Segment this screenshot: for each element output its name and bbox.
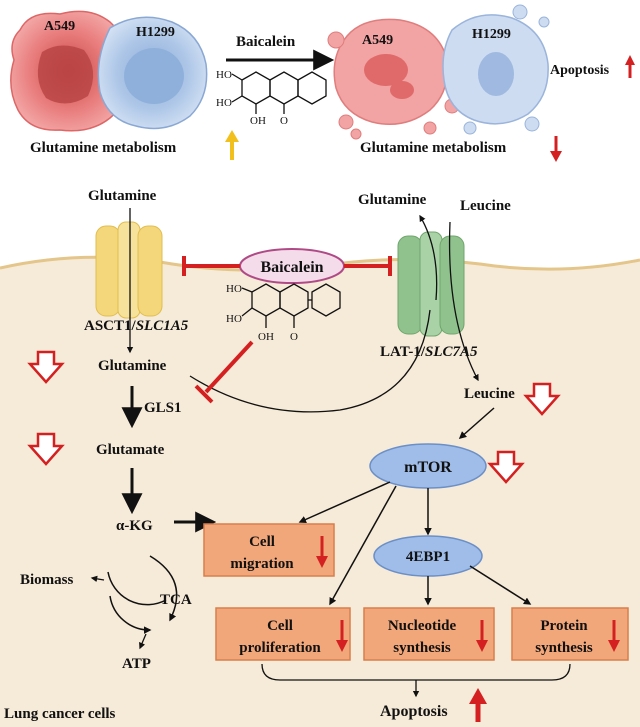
atp-label: ATP [122,656,151,672]
tca-label: TCA [160,592,192,608]
o-label-2: O [290,331,298,343]
apoptosis-bottom-up-arrow-icon [469,688,487,722]
h1299-cell-after [442,4,550,135]
top-panel: A549 H1299 Glutamine metabolism Baicalei… [10,4,635,162]
baicalein-structure-top [231,71,327,114]
h1299-after-label: H1299 [472,27,511,42]
oh-label: OH [250,115,266,127]
akg-node: α-KG [116,518,153,534]
inhibit-gls1-bar [194,340,254,404]
glutamine-node: Glutamine [98,358,167,374]
apoptosis-up-arrow-icon [625,55,635,78]
lung-cancer-cells-label: Lung cancer cells [4,706,116,722]
mtor-down-open-arrow-icon [487,450,525,484]
ho-label-1: HO [216,69,232,81]
svg-text:Protein: Protein [540,618,588,634]
gls1-label: GLS1 [144,400,182,416]
mtor-to-proliferation-arrow [329,485,397,606]
lat1-transporter [397,231,465,337]
metabolism-down-arrow-icon [550,136,562,162]
apoptosis-bottom-label: Apoptosis [380,703,448,720]
baicalein-structure-middle [241,283,341,328]
leucine-node: Leucine [464,386,515,402]
svg-text:migration: migration [230,556,294,572]
glutamine-efflux-arrow [419,214,438,301]
a549-cell-before [10,10,127,132]
svg-text:Cell: Cell [249,534,275,550]
inhibit-asct1-bar [182,256,240,276]
nucleotide-synthesis-box: Nucleotide synthesis [363,607,495,661]
o-label: O [280,115,288,127]
a549-after-label: A549 [362,33,393,48]
right-glutamine-label: Glutamine [358,192,427,208]
svg-text:Cell: Cell [267,618,293,634]
svg-text:synthesis: synthesis [393,640,451,656]
oh-label-2: OH [258,331,274,343]
metabolism-up-arrow-icon [225,130,239,160]
lat1-label: LAT-1/SLC7A5 [380,344,478,360]
leucine-to-mtor-arrow [458,407,495,439]
leucine-influx-arrow [448,221,479,382]
h1299-cell-before [97,16,208,130]
glutamine-metabolism-after-label: Glutamine metabolism [360,140,507,156]
ho-label-2: HO [216,97,232,109]
svg-text:Nucleotide: Nucleotide [388,618,457,634]
a549-cell-after [327,18,460,140]
tca-cycle [90,555,178,650]
glutamine-down-open-arrow-icon [27,350,65,384]
cell-proliferation-box: Cell proliferation [215,607,351,661]
ho-label-4: HO [226,313,242,325]
h1299-label: H1299 [136,25,175,40]
right-leucine-label: Leucine [460,198,511,214]
asct1-label: ASCT1/SLC1A5 [84,318,189,334]
ebp1-node: 4EBP1 [406,549,450,565]
inhibit-lat1-bar [344,256,392,276]
mtor-to-migration-arrow [298,481,391,523]
protein-synthesis-box: Protein synthesis [511,607,629,661]
mtor-node: mTOR [404,459,452,476]
svg-text:synthesis: synthesis [535,640,593,656]
glutamine-metabolism-before-label: Glutamine metabolism [30,140,177,156]
cell-migration-box: Cell migration [203,523,335,577]
biomass-label: Biomass [20,572,74,588]
baicalein-treatment-label: Baicalein [236,34,296,50]
glutamate-down-open-arrow-icon [27,432,65,466]
glutamine-exchange-curve [189,309,431,413]
ebp1-to-protein-arrow [469,565,532,605]
apoptosis-top-label: Apoptosis [550,63,610,78]
glutamate-node: Glutamate [96,442,165,458]
asct1-transporter [95,221,163,319]
a549-label: A549 [44,19,75,34]
ho-label-3: HO [226,283,242,295]
svg-text:proliferation: proliferation [239,640,321,656]
leucine-down-open-arrow-icon [523,382,561,416]
baicalein-inhibitor-label: Baicalein [260,259,323,276]
left-glutamine-label: Glutamine [88,188,157,204]
